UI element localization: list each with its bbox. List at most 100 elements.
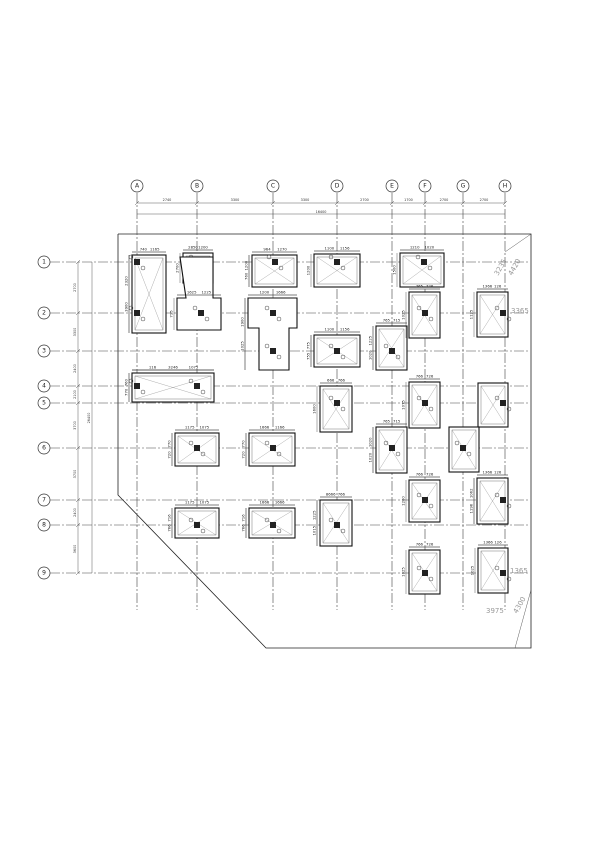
pile-circle <box>276 451 282 457</box>
left-dim-tick <box>75 259 81 265</box>
column-square <box>422 400 428 406</box>
pile-circle <box>140 389 146 395</box>
pile-circle <box>204 316 210 322</box>
footing-diagonal <box>480 385 506 425</box>
pile-circle <box>276 354 282 360</box>
footing-width-label: 1165 <box>150 247 160 252</box>
site-boundary <box>117 233 532 649</box>
annotation-lower-right-b: 3975 <box>486 607 504 615</box>
left-dim-text: 3600 <box>73 545 77 554</box>
footing-inner-outline <box>177 510 217 536</box>
footing-height-label: 3900 <box>124 302 129 312</box>
footing-inner-outline <box>411 552 438 592</box>
footing-width-label: 1100 <box>324 246 334 251</box>
axis-bubble-C <box>266 179 280 193</box>
footing-height-label: 1600 <box>312 404 317 414</box>
pile-circle <box>328 343 334 349</box>
axis-bubble-D <box>330 179 344 193</box>
left-dim-tick <box>75 310 81 316</box>
footing-width-label: 766 <box>338 378 346 383</box>
column-square <box>270 522 276 528</box>
footing-width-label: 1200 <box>259 290 269 295</box>
left-dim-text: 2700 <box>73 283 77 292</box>
pile-circle <box>494 492 500 498</box>
left-dim-tick <box>75 522 81 528</box>
footing-inner-outline <box>378 328 405 368</box>
pile-circle <box>140 265 146 271</box>
footing-height-label: 1125 <box>469 309 474 319</box>
footing-width-label: 126 <box>494 284 502 289</box>
footing-inner-outline <box>378 429 405 471</box>
footing-width-label: 1075 <box>199 500 209 505</box>
axis-bubble-6 <box>37 441 51 455</box>
pile-circle <box>416 492 422 498</box>
footing-width-label: 1666 <box>275 500 285 505</box>
left-dim-text: 2400 <box>73 364 77 373</box>
pile-circle <box>276 528 282 534</box>
axis-label-6: 6 <box>42 445 46 452</box>
axis-label-1: 1 <box>42 259 46 266</box>
axis-label-E: E <box>390 183 394 190</box>
top-total-text: 16400 <box>316 210 327 214</box>
footing-width-label: 1156 <box>340 246 350 251</box>
pile-circle <box>276 316 282 322</box>
pile-circle <box>264 440 270 446</box>
footing-height-label: 1020 <box>368 350 373 360</box>
footing-height-label: 1196 <box>469 503 474 513</box>
footing-height-label: 716 <box>241 514 246 522</box>
pile-circle <box>200 389 206 395</box>
pile-circle <box>383 343 389 349</box>
top-dim-text: 3300 <box>231 198 240 202</box>
axis-bubble-B <box>190 179 204 193</box>
diagonal-leader-top <box>504 233 532 253</box>
footing-height-label: 1025 <box>401 310 406 320</box>
column-square <box>194 445 200 451</box>
footing-diagonal <box>134 375 212 400</box>
pile-circle <box>340 528 346 534</box>
footing-width-label: 1366 <box>483 540 493 545</box>
footing-width-label: 1210 <box>410 245 420 250</box>
axis-label-G: G <box>461 183 466 190</box>
footing-height-label: 766 <box>167 524 172 532</box>
axis-label-7: 7 <box>42 497 46 504</box>
footing-width-label: 726 <box>426 284 434 289</box>
pile-circle <box>454 440 460 446</box>
axis-bubble-4 <box>37 379 51 393</box>
top-dim-text: 2740 <box>163 198 172 202</box>
footing-inner-outline <box>402 255 442 285</box>
pile-circle <box>340 406 346 412</box>
footing-width-label: 726 <box>426 374 434 379</box>
pile-circle <box>415 254 421 260</box>
footing-inner-outline <box>134 257 164 331</box>
footing-width-label: 1666 <box>259 425 269 430</box>
footing-inner-outline <box>251 510 293 536</box>
pile-circle <box>395 451 401 457</box>
column-square <box>270 348 276 354</box>
footing-height-label: 760 <box>244 272 249 280</box>
footing-diagonal <box>480 550 506 591</box>
footing-height-label: 1225 <box>312 510 317 520</box>
annotation-upper-right-b: 3365 <box>511 307 529 315</box>
axis-bubble-5 <box>37 396 51 410</box>
column-square <box>270 445 276 451</box>
left-dim-text: 2100 <box>73 390 77 399</box>
footing-width-label: 1225 <box>201 290 211 295</box>
footing-width-label: 666 <box>327 378 335 383</box>
top-dim-tick <box>460 200 466 206</box>
column-square <box>389 348 395 354</box>
axis-label-A: A <box>135 183 140 190</box>
top-dim-tick <box>194 200 200 206</box>
footing-inner-outline <box>411 294 438 336</box>
footing-width-label: 766 <box>416 374 424 379</box>
pile-circle <box>428 576 434 582</box>
axis-bubble-9 <box>37 566 51 580</box>
